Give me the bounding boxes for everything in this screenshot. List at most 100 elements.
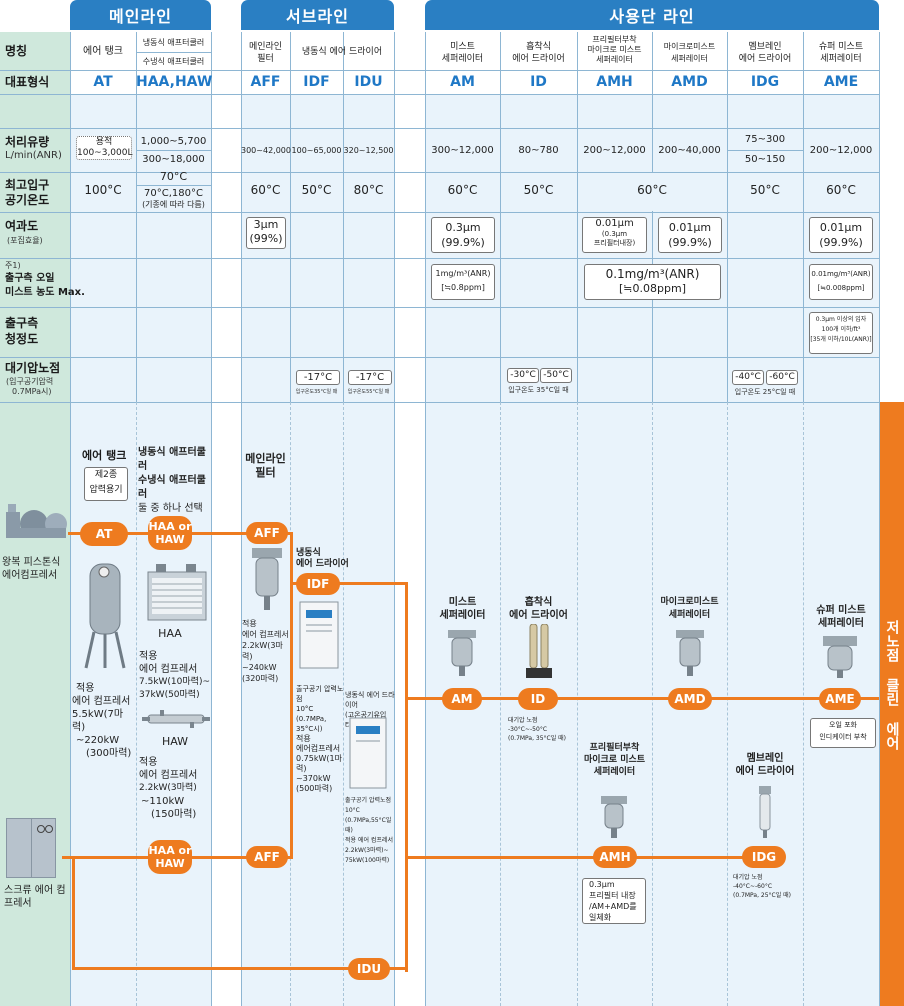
temp-haa2: 70°C,180°C xyxy=(144,188,203,199)
pipe-idu-vertical xyxy=(72,856,75,970)
id-title: 흡착식 에어 드라이어 xyxy=(500,596,577,622)
code-ame: AME xyxy=(823,74,859,90)
node-id[interactable]: ID xyxy=(518,688,558,710)
filt-aff2: (99%) xyxy=(249,232,283,245)
filt-amh3: 프리필터내장) xyxy=(593,239,636,247)
node-haa-haw-bottom[interactable]: HAA or HAW xyxy=(148,840,192,874)
row-label-dew-sub1: (입구공기압력 xyxy=(6,377,54,386)
row-label-flow: 처리유량 xyxy=(5,135,50,149)
id-title-0: 흡착식 xyxy=(524,597,553,608)
amh-note-box: 0.3μm 프리필터 내장 /AM+AMD를 일체화 xyxy=(582,878,646,924)
node-aff-bottom[interactable]: AFF xyxy=(246,846,288,868)
low-dewpoint-band xyxy=(880,402,904,1006)
at-application: 적용 에어 컴프레서 5.5kW(7마력) ~220kW (300마력) xyxy=(72,682,134,760)
node-idg[interactable]: IDG xyxy=(742,846,786,868)
group-sub: 서브라인 xyxy=(241,0,394,30)
code-amh: AMH xyxy=(596,74,633,90)
haw-label: HAW xyxy=(161,735,189,748)
am-separator-image xyxy=(447,630,477,678)
row-label-flow-unit: L/min(ANR) xyxy=(5,150,62,161)
low-dewpoint-text: 저노점 클린 에어 xyxy=(884,620,900,750)
oil-am-box: 1mg/m³(ANR) [≒0.8ppm] xyxy=(431,264,495,300)
flow-ame: 200~12,000 xyxy=(809,145,873,156)
id-title-1: 에어 드라이어 xyxy=(509,610,568,621)
id-dryer-image xyxy=(524,623,554,680)
id-note-2: (0.7MPa, 35°C일 때) xyxy=(508,735,567,742)
haa-title: 냉동식 애프터쿨러 수냉식 애프터쿨러 둘 중 하나 선택 xyxy=(138,446,212,516)
filt-am1: 0.3μm xyxy=(445,221,481,234)
dew-id1: -30°C xyxy=(507,368,539,383)
name-amd2: 세퍼레이터 xyxy=(671,54,708,63)
pipe-idf-right xyxy=(290,582,408,585)
low-dewpoint-label: 저노점 클린 에어 xyxy=(880,620,904,750)
name-haa1: 냉동식 애프터쿨러 xyxy=(142,38,205,47)
pipe-idf-down xyxy=(405,582,408,972)
idf-app-7: (500마력) xyxy=(296,784,333,793)
temp-id: 50°C xyxy=(523,183,554,197)
temp-idg: 50°C xyxy=(750,183,780,197)
aff-app-0: 적용 xyxy=(242,619,257,628)
node-at[interactable]: AT xyxy=(80,522,128,546)
flow-amd: 200~40,000 xyxy=(658,145,721,156)
name-aff1: 메인라인 xyxy=(248,42,283,52)
pipe-idu-bottom xyxy=(72,967,408,970)
idu-app-0: 출구공기 압력노점 xyxy=(345,797,392,804)
node-idu[interactable]: IDU xyxy=(348,958,390,980)
at-app-0: 적용 xyxy=(76,683,95,694)
ame-title-1: 세퍼레이터 xyxy=(818,618,864,629)
haa-application: 적용 에어 컴프레서 7.5kW(10마력)~ 37kW(50마력) xyxy=(139,650,211,702)
filt-ame1: 0.01μm xyxy=(819,221,863,234)
node-amd[interactable]: AMD xyxy=(668,688,712,710)
dew-idg2: -60°C xyxy=(766,370,798,385)
clean-ame1: 0.3μm 이상의 입자 xyxy=(815,316,867,323)
dew-id-note: 입구온도 35°C일 때 xyxy=(508,386,569,394)
ame-note-box: 오일 포화 인디케이터 부착 xyxy=(810,718,876,748)
ame-note-1: 인디케이터 부착 xyxy=(819,733,867,741)
idg-note-2: (0.7MPa, 25°C일 때) xyxy=(733,892,792,899)
group-main: 메인라인 xyxy=(70,0,211,30)
aff-filter-image xyxy=(250,548,284,612)
name-idg1: 멤브레인 xyxy=(748,42,782,52)
node-am[interactable]: AM xyxy=(442,688,482,710)
row-label-temp2: 공기온도 xyxy=(5,193,50,207)
name-id1: 흡착식 xyxy=(526,42,551,52)
flow-am: 300~12,000 xyxy=(431,145,494,156)
row-label-name: 명칭 xyxy=(5,44,28,58)
filt-amd-box: 0.01μm (99.9%) xyxy=(658,217,722,253)
idf-title: 냉동식 에어 드라이어 xyxy=(296,548,356,570)
node-amh[interactable]: AMH xyxy=(593,846,637,868)
piston-compressor-icon xyxy=(4,500,69,540)
amd-separator-image xyxy=(675,630,705,678)
name-idg2: 에어 드라이어 xyxy=(738,54,792,64)
row-label-dew-sub2: 0.7MPa시) xyxy=(12,387,52,396)
oil-ame-box: 0.01mg/m³(ANR) [≒0.008ppm] xyxy=(809,264,873,300)
haw-app-3: ~110kW xyxy=(141,796,185,807)
haw-application: 적용 에어 컴프레서 2.2kW(3마력) ~110kW (150마력) xyxy=(139,756,211,821)
row-label-oil1: 출구측 오일 xyxy=(5,273,55,284)
amh-title: 프리필터부착 마이크로 미스트 세퍼레이터 xyxy=(577,742,652,778)
code-am: AM xyxy=(450,74,475,90)
node-ame[interactable]: AME xyxy=(819,688,861,710)
name-amh2: 마이크로 미스트 xyxy=(587,45,642,54)
name-aff2: 필터 xyxy=(257,54,274,64)
node-aff-top[interactable]: AFF xyxy=(246,522,288,544)
node-haa-haw-top[interactable]: HAA or HAW xyxy=(148,516,192,550)
filt-am-box: 0.3μm (99.9%) xyxy=(431,217,495,253)
name-at: 에어 탱크 xyxy=(83,46,123,57)
oil-amh-amd-box: 0.1mg/m³(ANR) [≒0.08ppm] xyxy=(584,264,721,300)
code-aff: AFF xyxy=(250,74,281,90)
idu-dryer-image xyxy=(348,716,388,790)
at-app-1: 에어 컴프레서 xyxy=(72,696,131,707)
idu-title-0: 냉동식 에어 드라이어 xyxy=(345,691,395,709)
amh-note-3: 일체화 xyxy=(589,913,612,922)
node-idf[interactable]: IDF xyxy=(296,573,340,595)
row-label-oil-note: 주1) xyxy=(5,261,21,270)
filt-am2: (99.9%) xyxy=(441,236,485,249)
filt-ame2: (99.9%) xyxy=(819,236,863,249)
dew-idu-note: 입구온도55°C일 때 xyxy=(347,389,390,395)
ame-title-0: 슈퍼 미스트 xyxy=(816,605,866,616)
name-idf: 냉동식 에어 드라이어 xyxy=(301,47,383,57)
dew-idu: -17°C xyxy=(348,370,392,385)
name-amh3: 세퍼레이터 xyxy=(596,55,633,64)
clean-ame3: [35개 이하/10L(ANR)] xyxy=(810,336,872,343)
